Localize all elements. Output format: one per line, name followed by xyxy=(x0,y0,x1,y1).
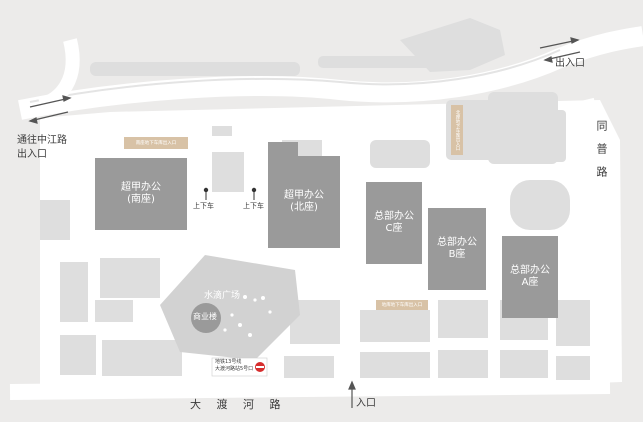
building-c-name: 总部办公 xyxy=(374,210,414,222)
plaza-dots xyxy=(223,295,272,337)
direction-arrows xyxy=(28,37,581,408)
commercial-name: 商业楼 xyxy=(193,312,217,321)
building-c-wing: C座 xyxy=(385,223,403,234)
plaza-name: 水滴广场 xyxy=(204,291,241,301)
building-a-name: 总部办公 xyxy=(510,264,550,276)
garage-tag-2: 北座地下车库出入口 xyxy=(451,105,463,155)
building-nan: 超甲办公 (南座) xyxy=(95,158,187,230)
road-east-label: 同普路 xyxy=(595,120,608,189)
garage-tag-1: 南座地下车库出入口 xyxy=(124,137,188,149)
dropoff-markers xyxy=(203,187,257,200)
dropoff-label-1: 上下车 xyxy=(193,202,214,210)
building-bei-wing: (北座) xyxy=(290,202,318,213)
exit-left-label-1: 通往中江路 xyxy=(17,135,67,146)
metro-box xyxy=(211,357,268,377)
building-b: 总部办公 B座 xyxy=(428,208,486,290)
south-road xyxy=(9,378,611,400)
exit-left-label-2: 出入口 xyxy=(17,149,47,160)
metro-station: 大渡河路站5号口 xyxy=(215,366,254,372)
building-bei-name: 超甲办公 xyxy=(284,189,324,201)
metro-line: 地铁13号线 xyxy=(215,359,242,365)
building-nan-wing: (南座) xyxy=(127,194,155,205)
north-avenue-inner xyxy=(29,49,561,103)
building-b-wing: B座 xyxy=(448,249,466,260)
exit-right-label: 出入口 xyxy=(555,58,585,69)
plaza-block xyxy=(160,255,300,360)
north-avenue xyxy=(18,26,643,120)
garage-tag-3: 地库地下车库出入口 xyxy=(376,300,428,310)
office-buildings xyxy=(95,142,558,318)
dropoff-label-2: 上下车 xyxy=(243,202,264,210)
commercial-circle xyxy=(191,303,221,333)
east-road xyxy=(576,97,611,386)
building-c: 总部办公 C座 xyxy=(366,182,422,264)
building-nan-name: 超甲办公 xyxy=(121,181,161,193)
entrance-bottom-label: 入口 xyxy=(356,398,376,409)
road-south-label: 大 渡 河 路 xyxy=(190,398,287,411)
building-b-name: 总部办公 xyxy=(437,236,477,248)
building-a: 总部办公 A座 xyxy=(502,236,558,318)
building-a-wing: A座 xyxy=(521,277,539,288)
building-bei: 超甲办公 (北座) xyxy=(268,156,340,248)
